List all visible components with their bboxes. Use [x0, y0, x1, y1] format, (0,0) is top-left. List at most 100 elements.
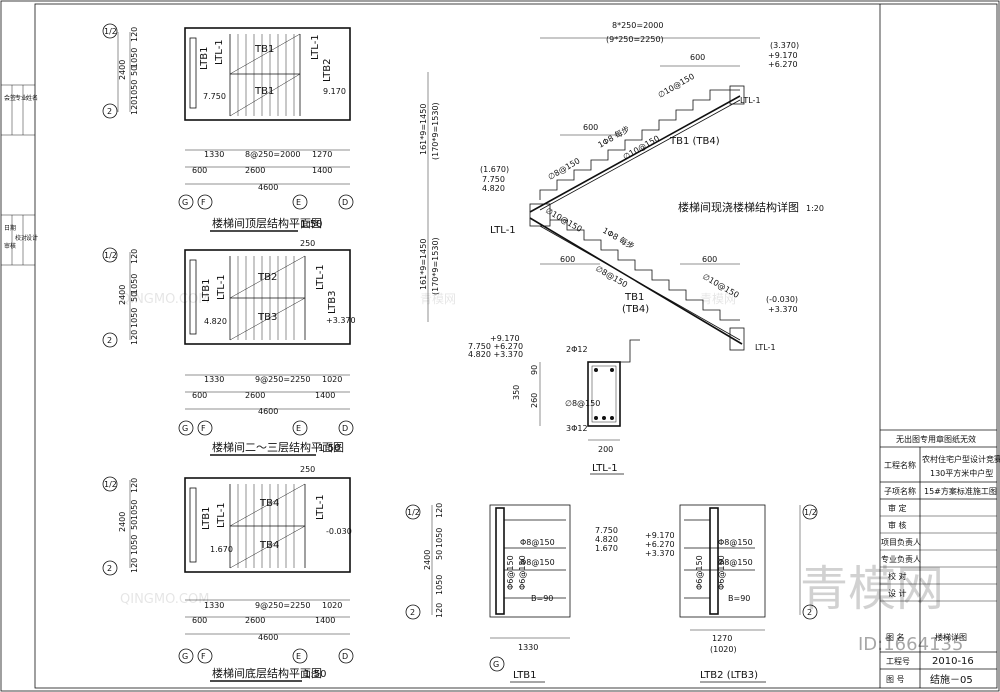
- dim-mid: 2600: [245, 166, 265, 175]
- plan-label: TB2: [257, 272, 277, 283]
- dim-mid: 600: [192, 391, 207, 400]
- dim-mid: 2600: [245, 391, 265, 400]
- ltb2-detail: Φ8@150 Φ8@150 Φ6@150 Φ6@150 B=90 +9.170 …: [645, 504, 818, 683]
- dim-total: 4600: [258, 183, 278, 192]
- strip-label-4: 审核: [4, 242, 16, 250]
- beam-tag: LTL-1: [755, 343, 776, 352]
- tb-value: 结施－05: [930, 673, 973, 686]
- axis-label: G: [182, 652, 188, 661]
- inner-frame: [34, 3, 998, 689]
- vdim: (170*9=1530): [431, 102, 440, 160]
- dim-top: 1330: [204, 375, 224, 384]
- dim-left: 1050: [130, 274, 139, 294]
- axis-label: 2: [807, 608, 812, 617]
- beam-dim: 200: [598, 445, 613, 454]
- extra-dim: 250: [300, 465, 315, 474]
- level: +3.370: [768, 305, 798, 314]
- beam-dim: 260: [530, 393, 539, 408]
- tb-label: 图 号: [886, 675, 905, 684]
- level-mark: 9.170: [323, 87, 346, 96]
- plan-label: TB1: [254, 44, 274, 55]
- level: (1.670): [480, 165, 509, 174]
- axis-label: 1/2: [407, 508, 420, 517]
- tb-value: 130平方米中户型: [930, 468, 993, 478]
- axis-label: 1/2: [804, 508, 817, 517]
- watermark-url: QINGMO.COM: [120, 592, 209, 607]
- dim-left-total: 2400: [118, 285, 127, 305]
- slab-title: LTB2 (LTB3): [700, 670, 758, 681]
- watermark-brand: 青模网: [420, 292, 456, 306]
- slab-bar: Φ8@150: [718, 538, 753, 547]
- tb-notice: 无出图专用章图纸无效: [896, 434, 976, 444]
- rebar: ∅8@150: [547, 156, 582, 181]
- level: (-0.030): [766, 295, 798, 304]
- dim-top: 1330: [204, 150, 224, 159]
- section-dim: 600: [560, 255, 575, 264]
- tb-label: 工程号: [886, 657, 910, 666]
- plan-label: TB4: [259, 498, 279, 509]
- tb-value: 楼梯详图: [935, 632, 967, 642]
- beam-dim: 350: [512, 385, 521, 400]
- extra-dim: 250: [300, 239, 315, 248]
- axis-label: 1/2: [104, 480, 117, 489]
- dim-top: 1270: [312, 150, 332, 159]
- vdim: (170*9=1530): [431, 237, 440, 295]
- dim-left: 120: [435, 603, 444, 618]
- slab-bar: Φ6@150: [695, 555, 704, 590]
- level-mark: 1.670: [210, 545, 233, 554]
- dim-total: 4600: [258, 633, 278, 642]
- axis-label: D: [342, 652, 348, 661]
- dim-mid: 1400: [315, 391, 335, 400]
- slab-level: 7.750: [595, 526, 618, 535]
- plan-label: LTB2: [322, 58, 333, 82]
- watermark-url: QINGMO.COM: [120, 292, 209, 307]
- slab-tag: TB1: [624, 292, 644, 303]
- axis-label: D: [342, 198, 348, 207]
- plan-bottom: 1/2 2 2400 120 1050 50 1050 120 250 LTB1…: [102, 465, 354, 682]
- rebar: 1Φ8 每步: [596, 124, 631, 150]
- dim-left: 1050: [130, 500, 139, 520]
- dim-mid: 600: [192, 616, 207, 625]
- strip-label-0: 会签: [4, 94, 16, 102]
- strip-label-5: 校对: [15, 234, 27, 242]
- dim-total: 4600: [258, 407, 278, 416]
- plan-title: 楼梯间底层结构平面图: [212, 666, 322, 680]
- axis-label: 2: [410, 608, 415, 617]
- tb-label: 图 名: [886, 632, 905, 642]
- beam-bar: ∅8@150: [565, 399, 600, 408]
- axis-label: 2: [107, 564, 112, 573]
- dim-top: 1330: [204, 601, 224, 610]
- plan-label: LTL-1: [216, 502, 227, 528]
- beam-bar: 3Φ12: [566, 424, 588, 433]
- plan-label: LTL-1: [214, 39, 225, 65]
- axis-label: G: [182, 424, 188, 433]
- plan-label: LTL-1: [315, 264, 326, 290]
- slab-bar: Φ8@150: [520, 558, 555, 567]
- tb-value: 农村住宅户型设计竞赛: [922, 454, 1000, 464]
- dim-left: 120: [130, 330, 139, 345]
- dim-top: 1020: [322, 601, 342, 610]
- watermark-layer: QINGMO.COM QINGMO.COM 青模网 青模网 青模网 ID:166…: [120, 292, 963, 655]
- beam-tag: LTL-1: [490, 225, 516, 236]
- dim-left: 50: [130, 66, 139, 76]
- level: +9.170: [768, 51, 798, 60]
- rebar: 1Φ8 每步: [601, 225, 636, 251]
- dim-left-total: 2400: [423, 550, 432, 570]
- slab-title: LTB1: [513, 670, 537, 681]
- tb-role: 审 核: [888, 520, 907, 530]
- plan-title: 楼梯间顶层结构平面图: [212, 216, 322, 230]
- tb-role: 项目负责人: [881, 537, 921, 547]
- strip-label-3: 日期: [4, 224, 16, 232]
- dim-mid: 1400: [315, 616, 335, 625]
- dim-left-total: 2400: [118, 60, 127, 80]
- beam-level: 4.820 +3.370: [468, 350, 523, 359]
- axis-label: D: [342, 424, 348, 433]
- plan-label: LTB1: [201, 278, 212, 302]
- dim-left: 1050: [130, 80, 139, 100]
- tb-role: 审 定: [888, 503, 907, 513]
- plan-scale: 1:50: [304, 669, 326, 680]
- dim-mid: 600: [192, 166, 207, 175]
- beam-title: LTL-1: [592, 463, 618, 474]
